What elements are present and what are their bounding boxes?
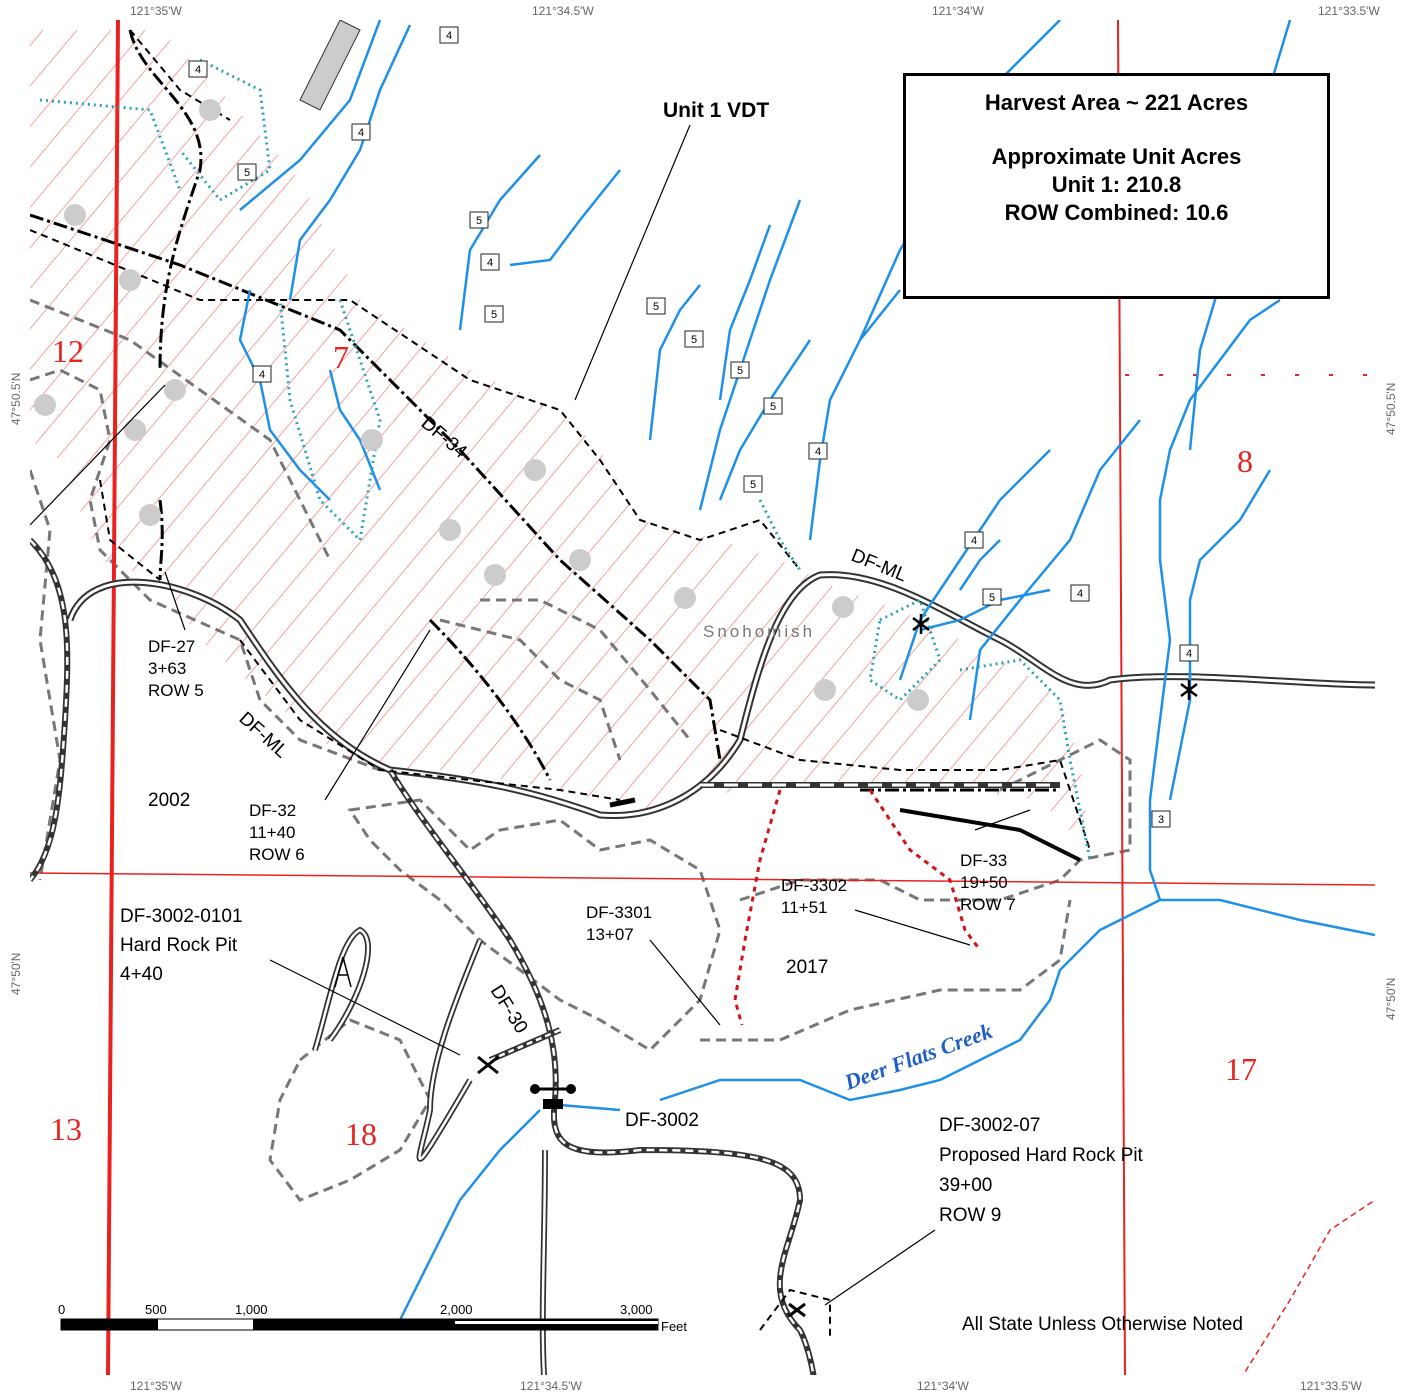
coord-left: 47°50'N xyxy=(9,953,23,995)
stream-type: 5 xyxy=(989,592,995,604)
scale-tick: 1,000 xyxy=(235,1302,268,1317)
section-number: 13 xyxy=(50,1111,82,1147)
df27-name: DF-27 xyxy=(148,637,195,656)
pit0101-type: Hard Rock Pit xyxy=(120,935,238,956)
g-markers xyxy=(34,99,929,711)
stream-type: 4 xyxy=(971,535,977,547)
coord-bottom: 121°34'W xyxy=(917,1379,969,1393)
coord-top: 121°33.5'W xyxy=(1318,4,1380,18)
harvest-area-box: Harvest Area ~ 221 Acres Approximate Uni… xyxy=(903,73,1330,299)
pit07-type: Proposed Hard Rock Pit xyxy=(939,1145,1144,1166)
df32-station: 11+40 xyxy=(249,823,295,842)
roads xyxy=(30,537,1375,1375)
scale-bar: 0 500 1,000 2,000 3,000 Feet xyxy=(58,1302,687,1334)
stream-type: 5 xyxy=(653,301,659,313)
df32-name: DF-32 xyxy=(249,801,296,820)
df3301-station: 13+07 xyxy=(586,925,634,944)
stream-type: 5 xyxy=(770,401,776,413)
stream-type: 4 xyxy=(358,127,364,139)
dfml-label-west: DF-ML xyxy=(235,708,292,762)
df27-station: 3+63 xyxy=(148,659,186,678)
leader-lines xyxy=(30,124,1031,1306)
scale-unit: Feet xyxy=(661,1319,687,1334)
coord-bottom: 121°34.5'W xyxy=(520,1379,582,1393)
pit07-row: ROW 9 xyxy=(939,1205,1001,1226)
chain-roads xyxy=(733,789,982,1026)
df33-road xyxy=(899,808,1081,862)
df3302-name: DF-3302 xyxy=(781,876,847,895)
ownership-note: All State Unless Otherwise Noted xyxy=(962,1314,1243,1335)
df3002-label: DF-3002 xyxy=(625,1110,699,1131)
wetland-area xyxy=(299,20,361,111)
section-number: 12 xyxy=(52,333,84,369)
section-number: 18 xyxy=(345,1116,377,1152)
proposed-pit-icon xyxy=(788,1302,806,1318)
df3302-station: 11+51 xyxy=(781,898,827,917)
snohomish-label: Snohomish xyxy=(703,622,815,641)
coord-top: 121°34.5'W xyxy=(532,4,594,18)
section-line-west xyxy=(106,20,120,1375)
df30-label: DF-30 xyxy=(486,982,532,1038)
df3301-name: DF-3301 xyxy=(586,903,652,922)
year-2017: 2017 xyxy=(786,957,828,978)
stream-type: 4 xyxy=(815,446,821,458)
stream-type: 5 xyxy=(491,309,497,321)
road-end-mark xyxy=(609,797,636,808)
scale-tick: 3,000 xyxy=(620,1302,653,1317)
stream-type: 5 xyxy=(691,334,697,346)
df33-name: DF-33 xyxy=(960,851,1007,870)
section-line-se xyxy=(1242,1199,1375,1375)
stream-type: 3 xyxy=(1158,814,1164,826)
creek-label: Deer Flats Creek xyxy=(840,1018,995,1095)
stream-type: 4 xyxy=(259,369,265,381)
year-2002: 2002 xyxy=(148,790,190,811)
stream-type: 5 xyxy=(476,215,482,227)
pit0101-station: 4+40 xyxy=(120,964,163,985)
unit-boundary xyxy=(30,29,1091,1340)
stream-type: 5 xyxy=(750,479,756,491)
unit1-vdt-label: Unit 1 VDT xyxy=(663,99,769,122)
coord-right: 47°50'N xyxy=(1384,978,1398,1020)
gate-icon xyxy=(530,1084,576,1109)
harvest-unit-1 xyxy=(30,30,1090,850)
pit0101-name: DF-3002-0101 xyxy=(120,906,243,927)
stream-type: 5 xyxy=(737,365,743,377)
pit07-station: 39+00 xyxy=(939,1175,992,1196)
row-combined-acres: ROW Combined: 10.6 xyxy=(1004,200,1229,225)
stream-type: 4 xyxy=(195,64,201,76)
scale-tick: 500 xyxy=(145,1302,167,1317)
tower-icon xyxy=(334,956,352,988)
section-number: 17 xyxy=(1225,1051,1257,1087)
coord-left: 47°50.5'N xyxy=(9,373,23,425)
section-line-south xyxy=(30,872,1375,886)
stream-type: 4 xyxy=(1186,648,1192,660)
coord-bottom: 121°35'W xyxy=(130,1379,182,1393)
stream-type: 4 xyxy=(1077,588,1083,600)
coord-top: 121°34'W xyxy=(932,4,984,18)
stream-type: 4 xyxy=(446,30,452,42)
unit-acres-heading: Approximate Unit Acres xyxy=(991,144,1242,169)
df27-row: ROW 5 xyxy=(148,681,204,700)
coord-top: 121°35'W xyxy=(130,4,182,18)
section-number: 7 xyxy=(333,339,349,375)
section-number: 8 xyxy=(1237,443,1253,479)
proposed-roads xyxy=(30,29,1060,792)
stream-type: 4 xyxy=(487,257,493,269)
hard-rock-pit-icon xyxy=(477,1055,499,1075)
unit1-acres: Unit 1: 210.8 xyxy=(1051,172,1182,197)
scale-tick: 0 xyxy=(58,1302,65,1317)
stream-type-labels: 4 4 4 5 5 4 5 4 5 5 5 5 4 5 4 5 4 4 3 xyxy=(188,26,1199,828)
riparian-zones xyxy=(39,58,1092,861)
coord-bottom: 121°33.5'W xyxy=(1300,1379,1362,1393)
harvest-area-total: Harvest Area ~ 221 Acres xyxy=(984,90,1249,115)
df33-station: 19+50 xyxy=(960,873,1008,892)
pit07-name: DF-3002-07 xyxy=(939,1115,1040,1136)
df33-row: ROW 7 xyxy=(960,895,1016,914)
stream-crossing-icon xyxy=(912,614,1198,700)
stream-type: 5 xyxy=(244,167,250,179)
df32-row: ROW 6 xyxy=(249,845,305,864)
coord-right: 47°50.5'N xyxy=(1384,383,1398,435)
scale-tick: 2,000 xyxy=(440,1302,473,1317)
